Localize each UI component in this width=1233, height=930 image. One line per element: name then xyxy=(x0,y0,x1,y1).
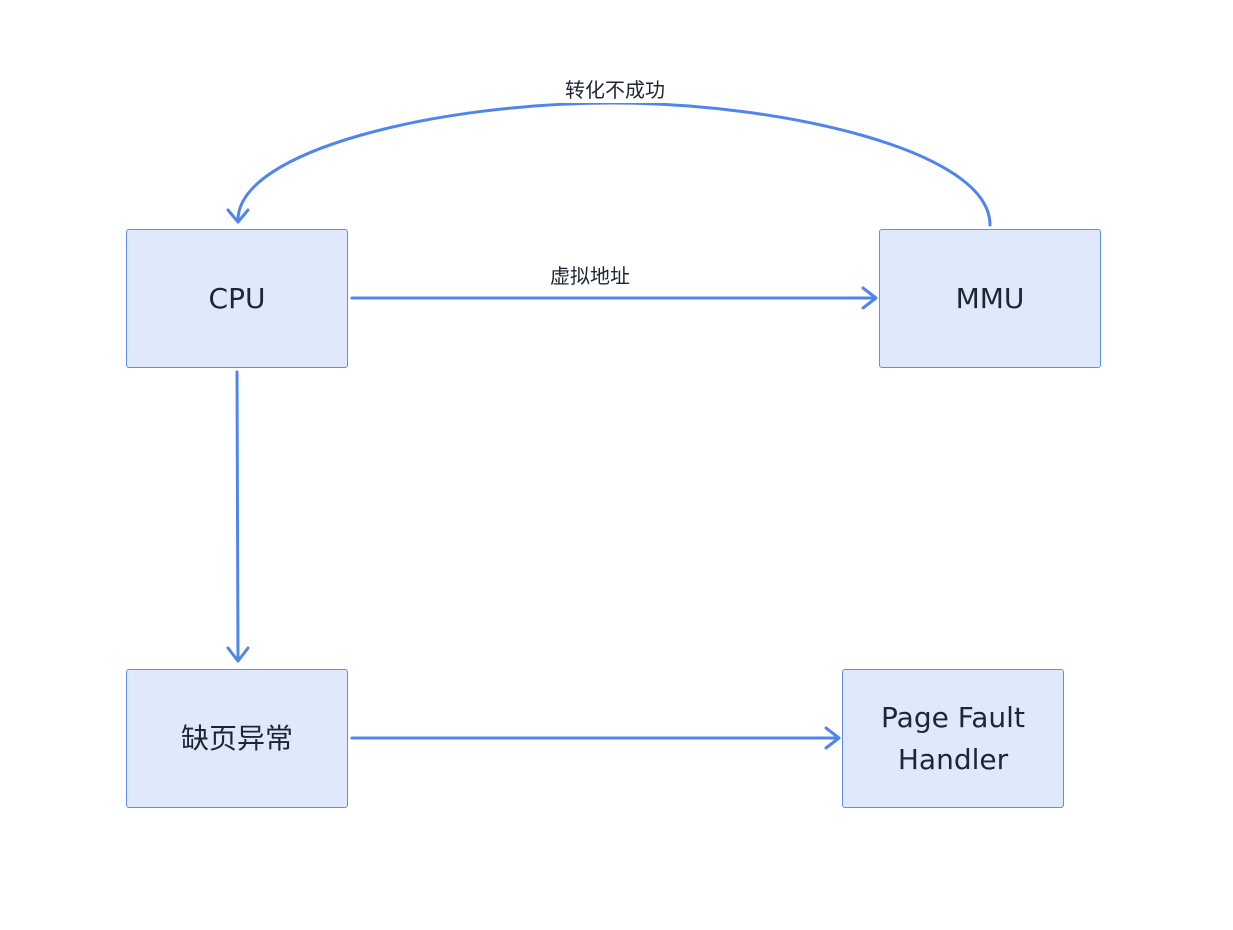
node-page-fault[interactable]: 缺页异常 xyxy=(126,669,348,808)
arrowhead-cpu-to-mmu xyxy=(861,286,878,310)
arrowhead-mmu-to-cpu xyxy=(226,208,250,224)
arrowhead-page-fault-to-handler xyxy=(824,726,841,750)
edge-label-virtual-address: 虚拟地址 xyxy=(548,260,632,289)
node-cpu[interactable]: CPU xyxy=(126,229,348,368)
arrowhead-cpu-to-page-fault xyxy=(226,646,250,663)
node-page-fault-handler[interactable]: Page Fault Handler xyxy=(842,669,1064,808)
edge-mmu-to-cpu xyxy=(236,101,992,227)
edge-cpu-to-page-fault xyxy=(235,370,240,662)
node-mmu[interactable]: MMU xyxy=(879,229,1101,368)
edge-label-translation-failed: 转化不成功 xyxy=(563,74,667,103)
